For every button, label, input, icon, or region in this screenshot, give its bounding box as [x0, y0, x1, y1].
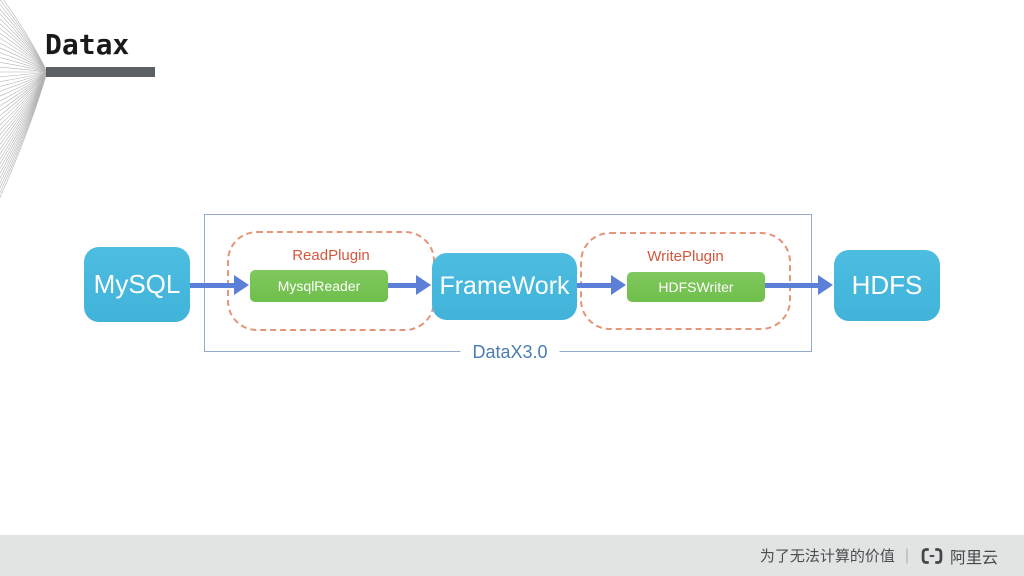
arrow-writer-to-hdfs: [765, 275, 833, 295]
arrow-shaft: [765, 282, 820, 288]
write-plugin-label: WritePlugin: [647, 248, 724, 265]
node-hdfs: HDFS: [834, 250, 940, 321]
node-framework: FrameWork: [432, 253, 577, 320]
page-title: Datax: [45, 28, 130, 61]
node-mysql: MySQL: [84, 247, 190, 322]
fan-lines-icon: [0, 0, 48, 199]
corner-fan-decoration: [0, 0, 60, 210]
arrow-framework-to-writer: [577, 275, 626, 295]
footer-bar: 为了无法计算的价值 | 阿里云: [0, 535, 1024, 576]
arrow-head-icon: [416, 275, 431, 295]
footer-separator: |: [904, 546, 909, 564]
read-plugin-label: ReadPlugin: [292, 247, 370, 264]
datax-container-label: DataX3.0: [460, 343, 560, 361]
write-plugin-group: WritePlugin: [580, 232, 791, 330]
title-underline-bar: [46, 67, 155, 77]
footer-slogan: 为了无法计算的价值: [759, 548, 895, 565]
arrow-shaft: [577, 282, 613, 288]
arrow-mysql-to-reader: [190, 275, 249, 295]
node-mysql-reader: MysqlReader: [250, 270, 388, 302]
arrow-head-icon: [818, 275, 833, 295]
arrow-shaft: [388, 282, 418, 288]
arrow-reader-to-framework: [388, 275, 431, 295]
arrow-head-icon: [234, 275, 249, 295]
arrow-head-icon: [611, 275, 626, 295]
arrow-shaft: [190, 282, 236, 288]
alibaba-cloud-logo-icon: [921, 547, 943, 564]
footer-brand-group: 阿里云: [919, 544, 998, 568]
node-hdfs-writer: HDFSWriter: [627, 272, 765, 302]
footer-brand-name: 阿里云: [949, 549, 998, 567]
